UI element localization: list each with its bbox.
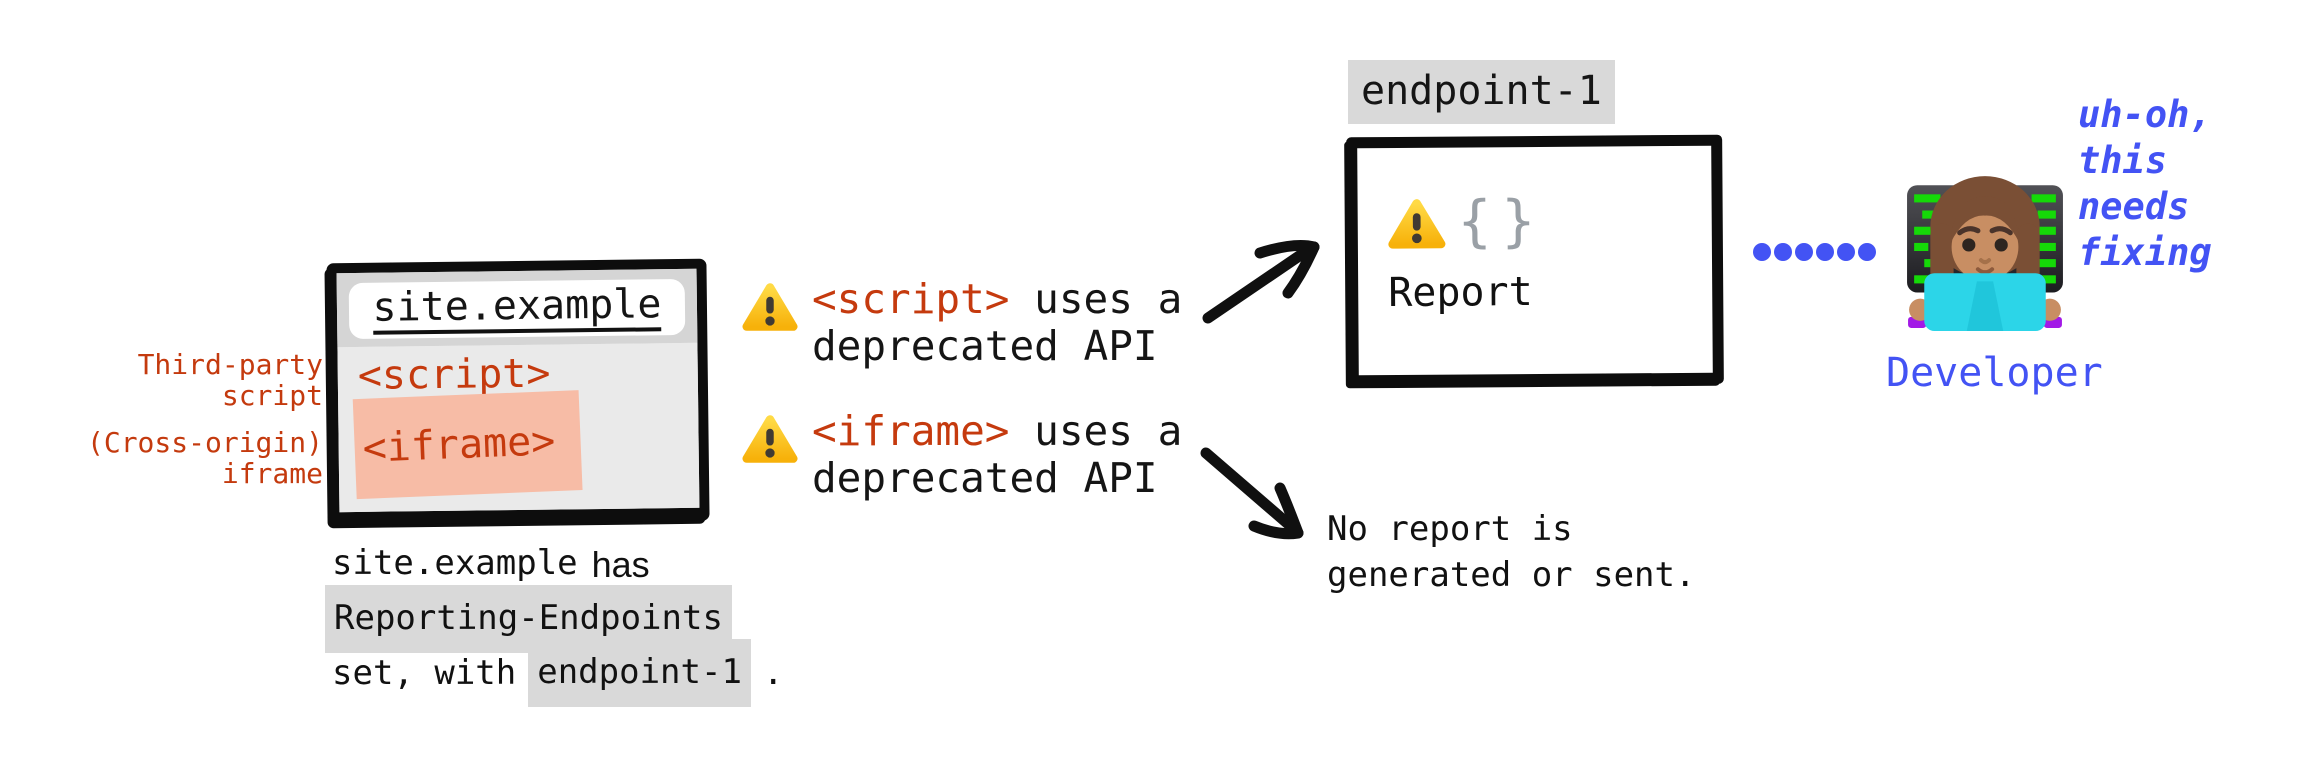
- caption-line-3: set, with endpoint-1 .: [325, 639, 784, 707]
- site-example-window: site.example <script> <iframe>: [326, 258, 710, 526]
- dot: [1837, 243, 1855, 261]
- browser-viewport: <script> <iframe>: [337, 342, 700, 513]
- report-braces-icon: {}: [1457, 188, 1546, 255]
- warning-tag: <iframe>: [812, 407, 1010, 455]
- caption-set-with: set, with: [332, 653, 517, 693]
- warning-tag: <script>: [812, 275, 1010, 323]
- warning-icon: [1388, 199, 1446, 249]
- dot: [1858, 243, 1876, 261]
- warning-text: <script> uses a deprecated API: [812, 276, 1182, 370]
- warning-text: <iframe> uses a deprecated API: [812, 408, 1182, 502]
- caption-line-2: Reporting-Endpoints: [325, 585, 783, 653]
- warning-suffix: uses a: [1009, 407, 1183, 455]
- arrow-report-sent: [1202, 240, 1320, 324]
- warning-icon: [742, 415, 798, 463]
- caption: site.example has Reporting-Endpoints set…: [325, 538, 784, 707]
- address-bar: site.example: [348, 278, 686, 340]
- dot: [1753, 243, 1771, 261]
- warning-line2: deprecated API: [812, 454, 1158, 502]
- endpoint-label-chip: endpoint-1: [1348, 60, 1615, 124]
- warning-icon: [742, 283, 798, 331]
- caption-period: .: [762, 653, 784, 693]
- report-endpoint-box: {} Report: [1346, 134, 1724, 387]
- dot: [1795, 243, 1813, 261]
- iframe-tag-text: <iframe>: [361, 418, 557, 472]
- label-cross-origin-iframe: (Cross-origin) iframe: [86, 426, 323, 490]
- caption-has: has: [591, 544, 650, 585]
- dot: [1816, 243, 1834, 261]
- woman-technologist-emoji: [1907, 176, 2063, 331]
- developer-label: Developer: [1886, 350, 2103, 396]
- caption-line-1: site.example has: [325, 538, 783, 595]
- dotted-connector: [1753, 243, 1876, 261]
- label-third-party-script: Third-party script: [137, 348, 323, 412]
- iframe-highlight: <iframe>: [352, 390, 583, 500]
- warning-row-iframe: <iframe> uses a deprecated API: [742, 408, 1182, 502]
- arrow-no-report: [1200, 447, 1304, 540]
- caption-endpoint-chip: endpoint-1: [528, 639, 751, 707]
- warning-row-script: <script> uses a deprecated API: [742, 276, 1182, 370]
- report-label: Report: [1388, 269, 1533, 317]
- no-report-text: No report is generated or sent.: [1327, 509, 1696, 595]
- developer-thought: uh-oh, this needs fixing: [2078, 93, 2212, 274]
- dot: [1774, 243, 1792, 261]
- warning-suffix: uses a: [1009, 275, 1183, 323]
- warning-line2: deprecated API: [812, 322, 1158, 370]
- address-text: site.example: [372, 281, 662, 335]
- browser-chrome: site.example: [336, 268, 698, 348]
